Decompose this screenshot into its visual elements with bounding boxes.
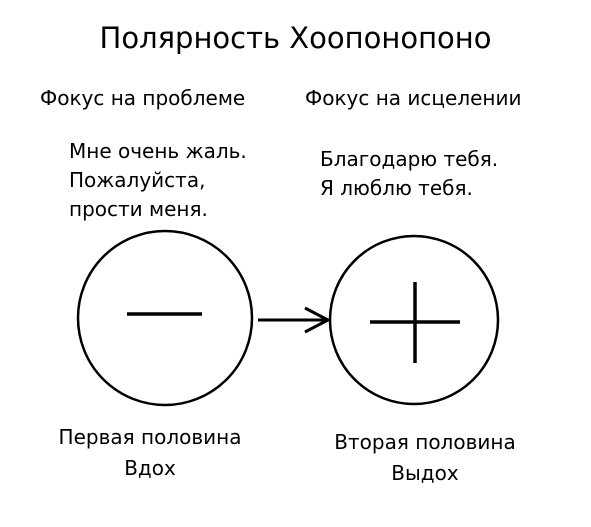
phrase-line: Пожалуйста, bbox=[69, 168, 206, 192]
phrase-line: Мне очень жаль. bbox=[69, 139, 247, 163]
right-circle-outline bbox=[328, 234, 500, 406]
caption-second-half: Вторая половина Выдох bbox=[295, 427, 555, 489]
phrase-line: Я люблю тебя. bbox=[320, 176, 473, 200]
arrow-connector bbox=[258, 306, 332, 334]
phrase-line: прости меня. bbox=[69, 197, 208, 221]
left-circle-outline bbox=[76, 229, 254, 407]
caption-line: Вдох bbox=[124, 456, 176, 480]
phrases-healing: Благодарю тебя. Я люблю тебя. bbox=[320, 145, 498, 203]
diagram-title: Полярность Хоопонопоно bbox=[99, 21, 492, 55]
caption-first-half: Первая половина Вдох bbox=[20, 422, 280, 484]
caption-line: Вторая половина bbox=[334, 430, 516, 454]
phrase-line: Благодарю тебя. bbox=[320, 147, 499, 171]
caption-line: Выдох bbox=[391, 461, 459, 485]
arrow-head-icon bbox=[304, 306, 332, 334]
caption-line: Первая половина bbox=[58, 425, 242, 449]
minus-circle bbox=[76, 229, 254, 407]
heading-focus-problem: Фокус на проблеме bbox=[40, 86, 246, 110]
plus-circle bbox=[328, 234, 500, 406]
heading-focus-healing: Фокус на исцелении bbox=[305, 86, 522, 110]
phrases-problem: Мне очень жаль. Пожалуйста, прости меня. bbox=[69, 137, 247, 224]
